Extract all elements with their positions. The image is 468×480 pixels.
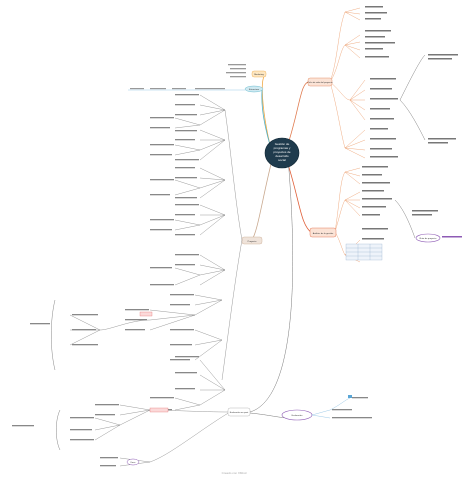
highlight-fase [126, 458, 140, 466]
highlight-ruta [415, 233, 441, 243]
connector-proyecto [251, 159, 273, 241]
embedded-table [345, 243, 383, 261]
eval-lines [311, 397, 351, 419]
marketing-labels [226, 64, 246, 78]
node-analisis [309, 227, 337, 238]
label-h3: Fase [131, 462, 137, 464]
lower-right-labels [362, 166, 438, 240]
connector-bottom [249, 157, 293, 413]
label-b3: Análisis de la gestión [313, 232, 334, 235]
purple-labels [442, 236, 462, 238]
central-topic [264, 137, 300, 169]
node-ciclo-vida [307, 77, 333, 87]
left-tree-labels [30, 94, 199, 361]
label-b5: Proyecto [248, 240, 257, 243]
node-evaluacion-expost [227, 407, 251, 417]
central-topic-line-1: Gestión de [275, 142, 290, 146]
label-h2: Evaluación [292, 415, 303, 417]
footer-watermark: Creado con XMind [221, 471, 247, 475]
node-marketing [251, 70, 267, 78]
connector-estructura [261, 89, 271, 146]
label-b2: Estructura [249, 88, 260, 91]
upper-right-labels [365, 6, 458, 158]
connector-marketing [261, 74, 271, 146]
label-b6: Evaluación ex-post [230, 411, 249, 414]
label-b1: Marketing [254, 73, 264, 76]
bottom-tree-lines [56, 359, 231, 467]
central-topic-line-3: proyectos de [273, 150, 291, 154]
central-topic-line-2: programas y [274, 146, 291, 150]
connector-upper-right [285, 81, 311, 151]
upper-right-cluster [329, 7, 426, 159]
label-b4: Ciclo de vida del proyecto [307, 81, 333, 84]
main-connectors [249, 74, 313, 413]
central-topic-line-4: desarrollo [275, 154, 289, 158]
left-tree-lines [51, 94, 243, 381]
bottom-tree-labels [12, 356, 199, 467]
left-highlight-node [139, 311, 153, 317]
bottom-highlight-node [149, 407, 169, 413]
central-topic-line-5: social [278, 158, 286, 162]
connector-lower-right [285, 157, 313, 234]
label-h1: Ruta de proyecto [420, 237, 437, 240]
node-estructura [244, 85, 264, 93]
eval-icon [348, 395, 352, 398]
